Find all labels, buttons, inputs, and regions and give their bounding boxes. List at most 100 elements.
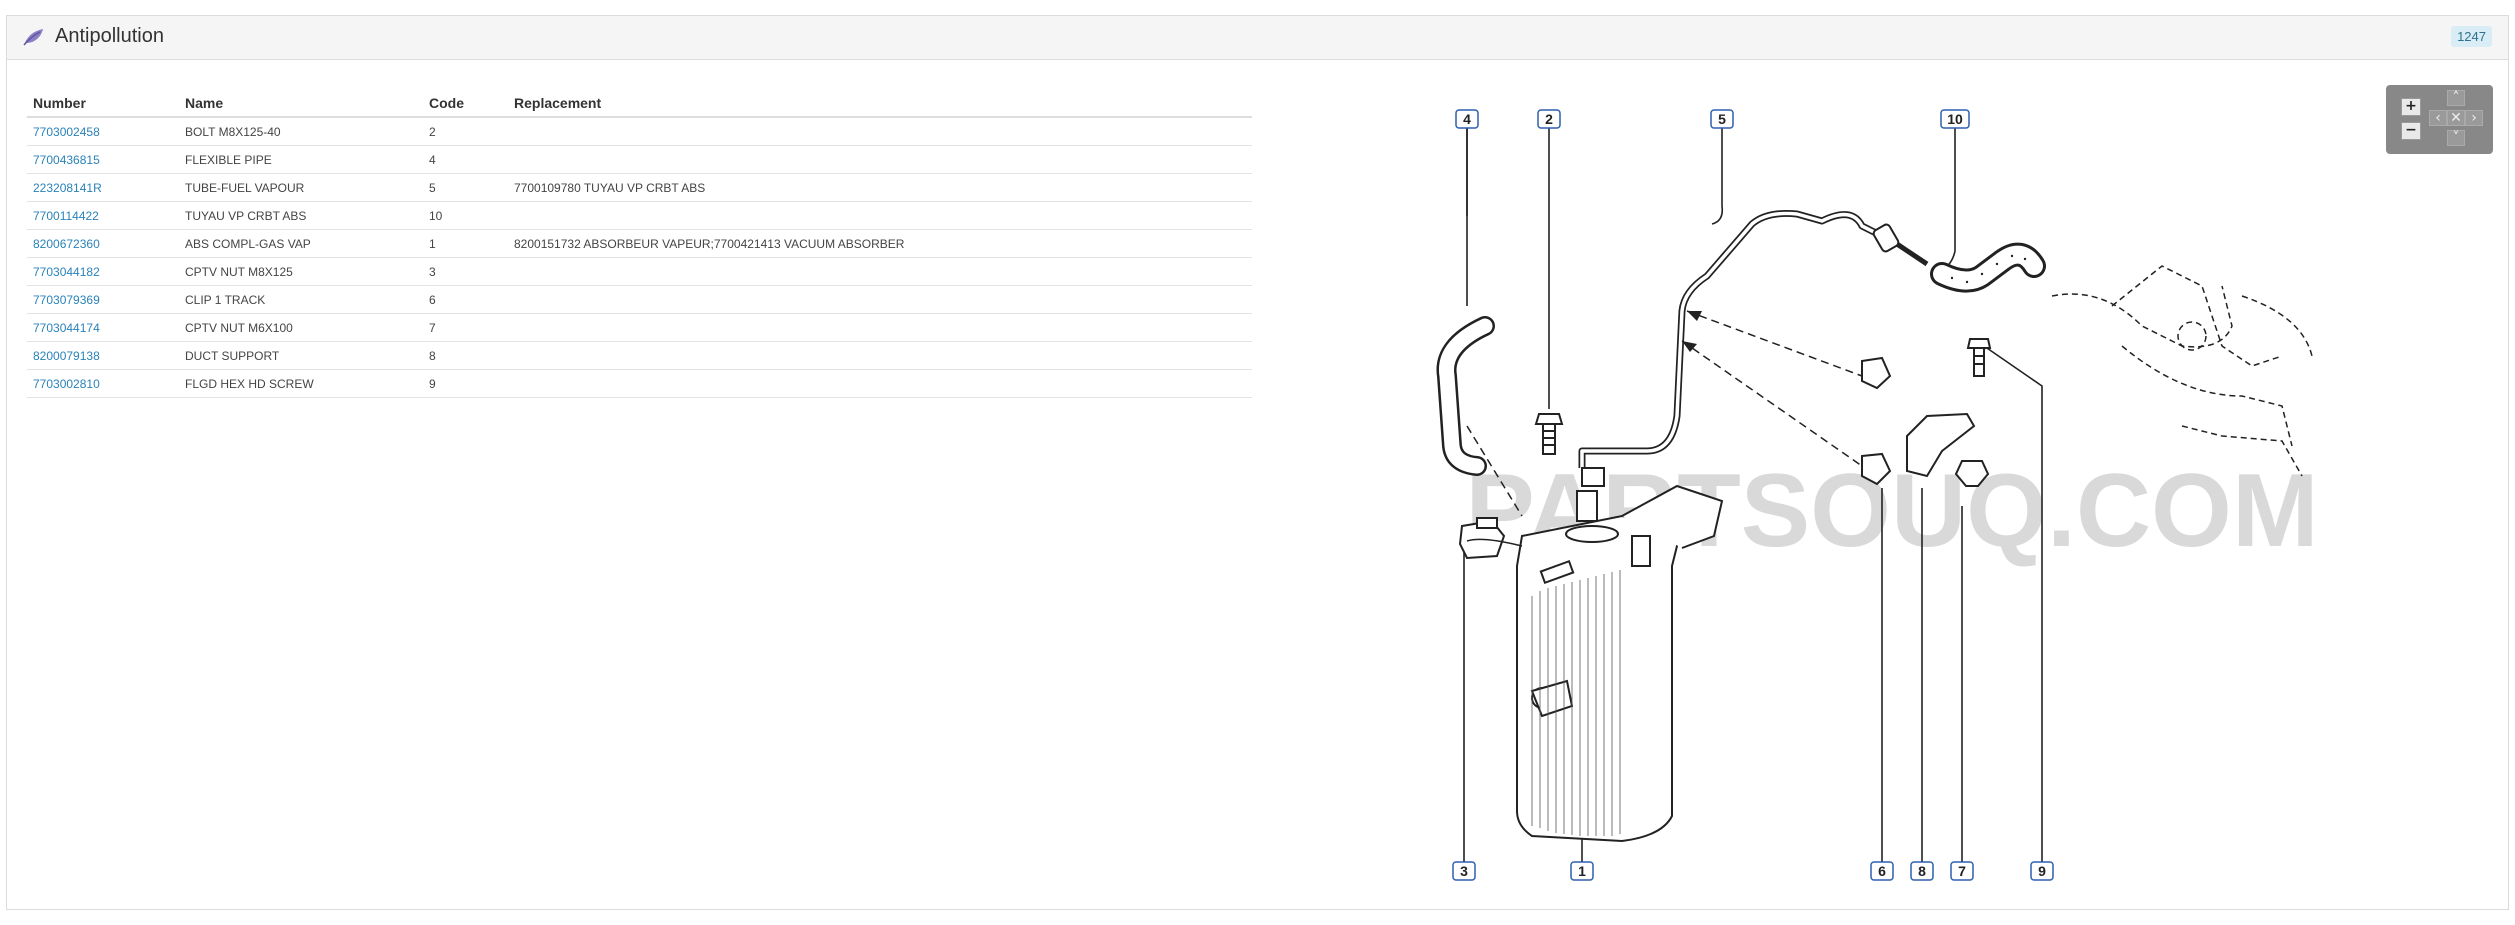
callout-8[interactable]: 8 <box>1910 861 1934 881</box>
header-number: Number <box>27 79 179 118</box>
cell-replacement <box>508 201 1252 230</box>
callout-4[interactable]: 4 <box>1455 109 1479 129</box>
callout-1[interactable]: 1 <box>1570 861 1594 881</box>
cell-code: 7 <box>423 313 508 342</box>
svg-text:7: 7 <box>1958 863 1966 879</box>
table-header-row: Number Name Code Replacement <box>27 79 1252 118</box>
cell-code: 1 <box>423 229 508 258</box>
part-number-link[interactable]: 8200672360 <box>33 236 100 251</box>
cell-code: 5 <box>423 173 508 202</box>
part-number-link[interactable]: 7700114422 <box>33 208 99 223</box>
cell-name: CLIP 1 TRACK <box>179 285 423 314</box>
part-number-link[interactable]: 7700436815 <box>33 152 100 167</box>
callout-2[interactable]: 2 <box>1537 109 1561 129</box>
cell-replacement <box>508 285 1252 314</box>
page-title: Antipollution <box>55 25 164 47</box>
cell-code: 3 <box>423 257 508 286</box>
cell-name: CPTV NUT M6X100 <box>179 313 423 342</box>
cell-number: 7703044174 <box>27 313 179 342</box>
svg-text:8: 8 <box>1918 863 1926 879</box>
callout-9[interactable]: 9 <box>2030 861 2054 881</box>
svg-text:3: 3 <box>1460 863 1468 879</box>
parts-table: Number Name Code Replacement 7703002458 B… <box>27 79 1252 398</box>
pan-down-button[interactable]: ˅ <box>2447 130 2465 146</box>
cell-code: 9 <box>423 369 508 398</box>
cell-number: 8200079138 <box>27 341 179 370</box>
part-number-link[interactable]: 7703002810 <box>33 376 100 391</box>
cell-number: 7703079369 <box>27 285 179 314</box>
cell-name: BOLT M8X125-40 <box>179 117 423 146</box>
header-name: Name <box>179 79 423 118</box>
svg-text:10: 10 <box>1947 111 1963 127</box>
cell-replacement <box>508 117 1252 146</box>
callout-3[interactable]: 3 <box>1452 861 1476 881</box>
cell-replacement: 8200151732 ABSORBEUR VAPEUR;7700421413 V… <box>508 229 1252 258</box>
callout-10[interactable]: 10 <box>1940 109 1970 129</box>
cell-replacement <box>508 145 1252 174</box>
cell-replacement <box>508 369 1252 398</box>
header-code: Code <box>423 79 508 118</box>
svg-text:5: 5 <box>1718 111 1726 127</box>
count-badge: 1247 <box>2451 26 2492 47</box>
leaf-icon <box>23 29 43 46</box>
zoom-in-button[interactable]: + <box>2401 98 2421 116</box>
cell-name: ABS COMPL-GAS VAP <box>179 229 423 258</box>
zoom-out-button[interactable]: − <box>2401 122 2421 140</box>
svg-text:1: 1 <box>1578 863 1586 879</box>
cell-name: FLEXIBLE PIPE <box>179 145 423 174</box>
cell-code: 6 <box>423 285 508 314</box>
zoom-controls: + − ˄ ‹ ✕ › ˅ <box>2386 85 2493 154</box>
callout-6[interactable]: 6 <box>1870 861 1894 881</box>
pan-right-button[interactable]: › <box>2465 110 2483 126</box>
cell-code: 4 <box>423 145 508 174</box>
cell-code: 8 <box>423 341 508 370</box>
cell-name: FLGD HEX HD SCREW <box>179 369 423 398</box>
part-number-link[interactable]: 7703044174 <box>33 320 100 335</box>
header-replacement: Replacement <box>508 79 1252 118</box>
svg-text:2: 2 <box>1545 111 1553 127</box>
cell-number: 7700114422 <box>27 201 179 230</box>
cell-replacement <box>508 313 1252 342</box>
panel-header: Antipollution 1247 <box>7 16 2508 60</box>
reset-view-button[interactable]: ✕ <box>2447 110 2465 126</box>
pan-left-button[interactable]: ‹ <box>2429 110 2447 126</box>
part-number-link[interactable]: 8200079138 <box>33 348 100 363</box>
part-number-link[interactable]: 7703002458 <box>33 124 100 139</box>
part-number-link[interactable]: 7703079369 <box>33 292 100 307</box>
svg-text:4: 4 <box>1463 111 1471 127</box>
cell-number: 7703002810 <box>27 369 179 398</box>
cell-code: 2 <box>423 117 508 146</box>
antipollution-panel: Antipollution 1247 Number Name Code Repl… <box>6 15 2509 910</box>
svg-text:9: 9 <box>2038 863 2046 879</box>
cell-name: TUBE-FUEL VAPOUR <box>179 173 423 202</box>
cell-name: DUCT SUPPORT <box>179 341 423 370</box>
callout-7[interactable]: 7 <box>1950 861 1974 881</box>
pan-up-button[interactable]: ˄ <box>2447 90 2465 106</box>
part-number-link[interactable]: 223208141R <box>33 180 102 195</box>
cell-number: 8200672360 <box>27 229 179 258</box>
part-number-link[interactable]: 7703044182 <box>33 264 100 279</box>
cell-number: 223208141R <box>27 173 179 202</box>
cell-code: 10 <box>423 201 508 230</box>
cell-number: 7703002458 <box>27 117 179 146</box>
cell-number: 7703044182 <box>27 257 179 286</box>
parts-diagram: PARTSOUQ.COM <box>1436 109 2319 881</box>
cell-replacement <box>508 257 1252 286</box>
cell-name: TUYAU VP CRBT ABS <box>179 201 423 230</box>
callout-5[interactable]: 5 <box>1710 109 1734 129</box>
cell-replacement: 7700109780 TUYAU VP CRBT ABS <box>508 173 1252 202</box>
cell-replacement <box>508 341 1252 370</box>
cell-number: 7700436815 <box>27 145 179 174</box>
svg-text:6: 6 <box>1878 863 1886 879</box>
cell-name: CPTV NUT M8X125 <box>179 257 423 286</box>
